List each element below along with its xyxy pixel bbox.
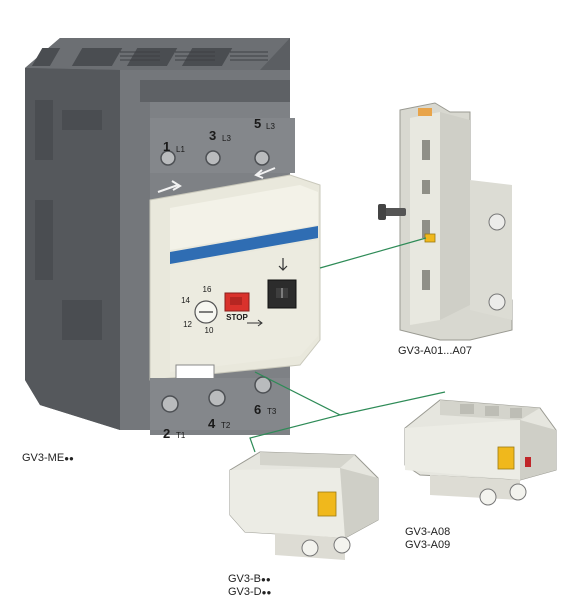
top-auxiliary-block [404, 399, 557, 506]
terminal-2-sub: T1 [176, 431, 186, 440]
stop-label: STOP [226, 313, 248, 322]
terminal-4: 4 [208, 416, 216, 431]
terminal-3: 3 [209, 128, 216, 143]
dial-mark-16: 16 [203, 285, 212, 294]
label-gv3-b: GV3-B●● [228, 573, 271, 586]
label-gv3-a08: GV3-A08 [405, 526, 451, 538]
terminal-1: 1 [163, 139, 170, 154]
side-auxiliary-contact [378, 102, 513, 341]
dial-mark-10: 10 [205, 326, 214, 335]
bottom-terminal-labels: 2 T1 4 T2 6 T3 [163, 402, 277, 441]
circuit-breaker-unit: 16 14 12 10 STOP [25, 38, 321, 435]
label-gv3-me: GV3-ME●● [22, 452, 74, 465]
label-gv3-b-suffix: ●● [261, 575, 271, 584]
dial-mark-14: 14 [181, 296, 190, 305]
label-gv3-me-suffix: ●● [64, 454, 74, 463]
label-gv3-d: GV3-D●● [228, 586, 271, 599]
terminal-5: 5 [254, 116, 261, 131]
label-gv3-d-text: GV3-D [228, 586, 262, 598]
label-gv3-a01-a07: GV3-A01...A07 [398, 345, 472, 357]
dial-mark-12: 12 [183, 320, 192, 329]
terminal-6: 6 [254, 402, 261, 417]
label-gv3-b-text: GV3-B [228, 573, 262, 585]
connector-lines [249, 237, 446, 453]
terminal-6-sub: T3 [267, 407, 277, 416]
terminal-3-sub: L3 [222, 134, 231, 143]
terminal-5-sub: L3 [266, 122, 275, 131]
top-terminal-labels: 1 L1 3 L3 5 L3 [163, 116, 275, 154]
label-gv3-me-text: GV3-ME [22, 452, 65, 464]
terminal-2: 2 [163, 426, 170, 441]
terminal-1-sub: L1 [176, 145, 185, 154]
label-gv3-d-suffix: ●● [261, 588, 272, 597]
front-auxiliary-block [229, 451, 379, 560]
label-gv3-a09: GV3-A09 [405, 539, 451, 551]
terminal-4-sub: T2 [221, 421, 231, 430]
